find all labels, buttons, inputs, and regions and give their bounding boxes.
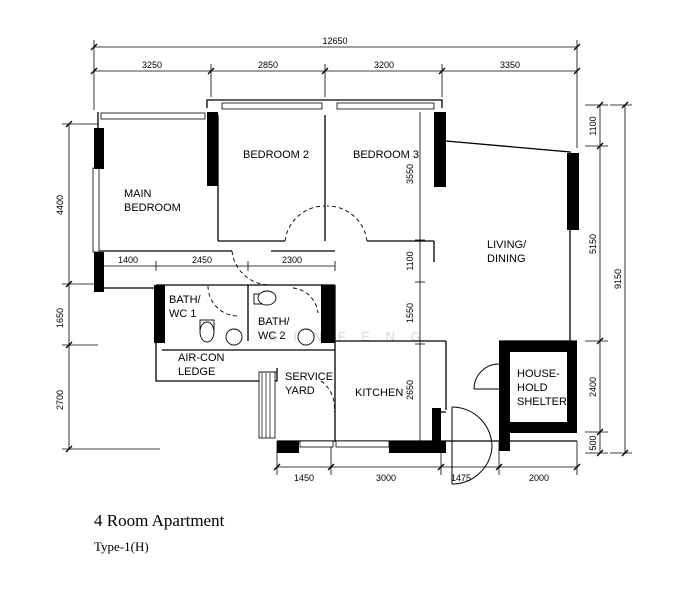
door-swings — [207, 205, 368, 413]
dim-interior-3550: 3550 — [405, 164, 415, 184]
dim-right-4: 500 — [588, 435, 598, 450]
dim-right-1: 1100 — [588, 116, 598, 135]
label-main-bedroom-1: MAIN — [124, 188, 152, 200]
label-bedroom-3: BEDROOM 3 — [353, 149, 419, 161]
plan-title: 4 Room Apartment — [94, 511, 225, 530]
dim-right-2: 5150 — [588, 234, 598, 254]
label-shelter-2: HOLD — [517, 382, 548, 394]
label-kitchen: KITCHEN — [355, 387, 403, 399]
dim-right-overall: 9150 — [613, 269, 623, 289]
dim-left-3: 2700 — [55, 390, 65, 410]
label-service-2: YARD — [285, 385, 315, 397]
windows — [92, 102, 435, 448]
entrance-door — [451, 363, 500, 485]
dim-left-1: 4400 — [55, 195, 65, 215]
label-bath-1-b: WC 1 — [169, 308, 197, 320]
dim-top-3: 3200 — [374, 60, 394, 70]
dimension-labels: 12650 3250 2850 3200 3350 1450 3000 1475… — [55, 36, 623, 483]
dim-bottom-2: 3000 — [376, 473, 396, 483]
label-bath-2-b: WC 2 — [258, 330, 286, 342]
label-bath-2-a: BATH/ — [258, 316, 291, 328]
dim-interior-1400: 1400 — [118, 255, 138, 265]
label-aircon-1: AIR-CON — [178, 352, 225, 364]
dim-top-1: 3250 — [142, 60, 162, 70]
dim-interior-2300: 2300 — [282, 255, 302, 265]
dim-bottom-4: 2000 — [529, 473, 549, 483]
dim-interior-2450: 2450 — [192, 255, 212, 265]
bathroom-fixtures — [199, 290, 315, 346]
room-labels: MAIN BEDROOM BEDROOM 2 BEDROOM 3 LIVING/… — [124, 149, 567, 408]
label-living-1: LIVING/ — [487, 239, 527, 251]
label-living-2: DINING — [487, 253, 526, 265]
dimension-ticks — [65, 43, 629, 471]
dim-right-3: 2400 — [588, 377, 598, 397]
dim-top-4: 3350 — [500, 60, 520, 70]
label-shelter-1: HOUSE- — [517, 368, 560, 380]
dim-bottom-1: 1450 — [294, 473, 314, 483]
structural-walls — [94, 112, 579, 453]
label-main-bedroom-2: BEDROOM — [124, 202, 181, 214]
dim-bottom-3: 1475 — [451, 473, 471, 483]
label-bedroom-2: BEDROOM 2 — [243, 149, 309, 161]
dim-left-2: 1650 — [55, 308, 65, 328]
plan-subtitle: Type-1(H) — [94, 539, 149, 554]
dim-interior-1550: 1550 — [405, 303, 415, 323]
service-yard-rack — [259, 371, 277, 438]
label-shelter-3: SHELTER — [517, 396, 567, 408]
dim-interior-1100: 1100 — [405, 251, 415, 270]
dim-interior-2650: 2650 — [405, 380, 415, 400]
dim-top-2: 2850 — [258, 60, 278, 70]
dim-overall-width: 12650 — [322, 36, 347, 46]
label-bath-1-a: BATH/ — [169, 294, 202, 306]
label-service-1: SERVICE — [285, 371, 333, 383]
watermark: S I N F E N G — [269, 329, 426, 344]
label-aircon-2: LEDGE — [178, 366, 215, 378]
